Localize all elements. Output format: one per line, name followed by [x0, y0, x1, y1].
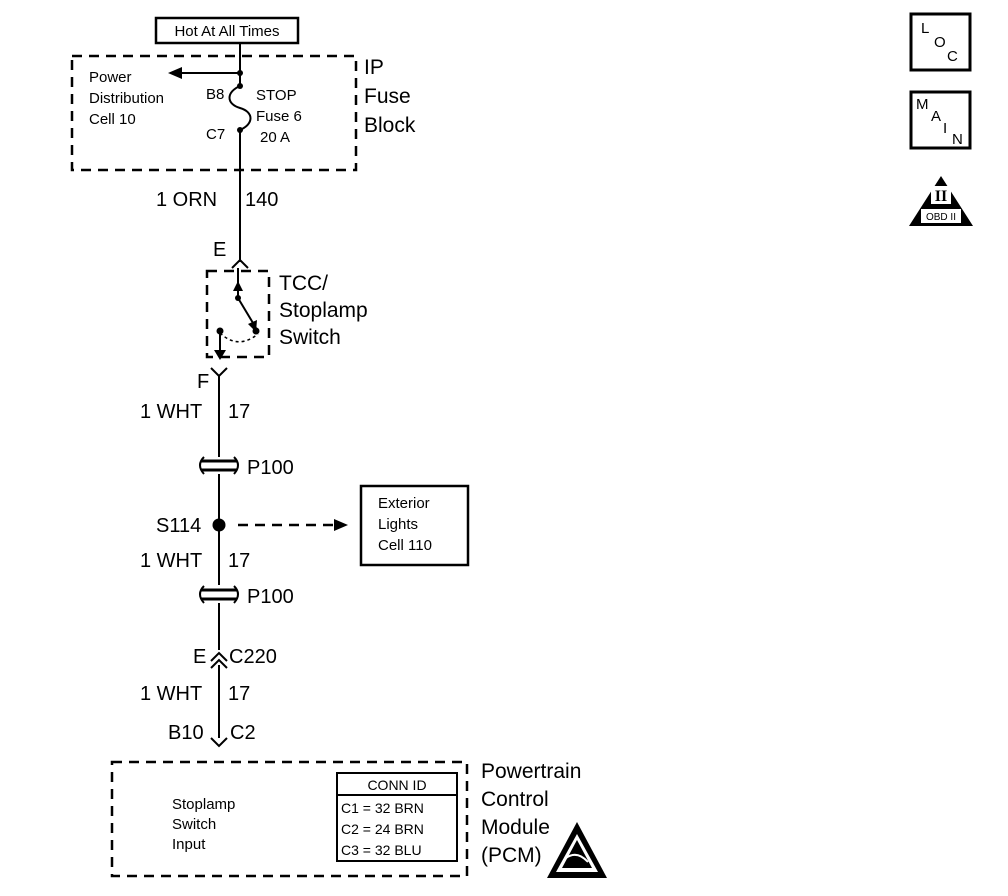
switch-pin-in: E: [213, 239, 226, 261]
power-distribution-line-2: Distribution: [89, 90, 164, 107]
fuse-block-title-line-3: Block: [364, 114, 416, 137]
connector-e-icon: [231, 258, 249, 269]
splice-label: S114: [156, 515, 201, 537]
fuse-number: Fuse 6: [256, 108, 302, 125]
pcm-connector-icon: [210, 737, 228, 748]
pass-through-1-label: P100: [247, 457, 294, 479]
exterior-lights-line-2: Lights: [378, 516, 418, 533]
power-distribution-line-3: Cell 10: [89, 111, 136, 128]
tcc-stoplamp-switch: TCC/ Stoplamp Switch: [205, 268, 368, 360]
loc-letter-2: O: [934, 34, 946, 51]
pass-through-2-icon: [199, 585, 239, 604]
wire3-circuit: 17: [228, 550, 250, 572]
exterior-lights-line-1: Exterior: [378, 495, 430, 512]
wire2-circuit: 17: [228, 401, 250, 423]
pass-through-1-icon: [199, 456, 239, 475]
wire4-gauge-color: 1 WHT: [140, 683, 202, 705]
main-letter-4: N: [952, 131, 963, 148]
main-letter-2: A: [931, 108, 941, 125]
fuse-block-title-line-2: Fuse: [364, 85, 411, 108]
fuse-symbol-icon: [228, 85, 252, 131]
pcm-input-line-2: Switch: [172, 816, 216, 833]
exterior-lights-arrow-icon: [334, 519, 348, 531]
c220-pin: E: [193, 646, 206, 668]
main-nav-icon[interactable]: M A I N: [909, 90, 972, 150]
conn-id-row-3: C3 = 32 BLU: [341, 842, 422, 858]
main-letter-1: M: [916, 96, 929, 113]
power-source-box: Hot At All Times: [154, 16, 300, 45]
switch-pin-out: F: [197, 371, 209, 393]
power-distribution-line-1: Power: [89, 69, 132, 86]
conn-id-row-1: C1 = 32 BRN: [341, 800, 424, 816]
wire3-gauge-color: 1 WHT: [140, 550, 202, 572]
pcm-title-line-4: (PCM): [481, 844, 542, 867]
power-source-label: Hot At All Times: [174, 23, 279, 40]
wire1-gauge-color: 1 ORN: [156, 189, 217, 211]
exterior-lights-box: Exterior Lights Cell 110: [359, 484, 470, 567]
pcm-input-line-1: Stoplamp: [172, 796, 235, 813]
esd-warning-icon: [547, 822, 607, 878]
splice-dot-icon: [212, 518, 226, 532]
conn-id-row-2: C2 = 24 BRN: [341, 821, 424, 837]
switch-title-line-1: TCC/: [279, 272, 328, 295]
pass-through-2-label: P100: [247, 586, 294, 608]
wire1-circuit: 140: [245, 189, 278, 211]
obd-label: OBD II: [926, 212, 956, 223]
connector-f-icon: [210, 367, 228, 378]
wire4-circuit: 17: [228, 683, 250, 705]
c220-label: C220: [229, 646, 277, 668]
wire2-gauge-color: 1 WHT: [140, 401, 202, 423]
main-letter-3: I: [943, 120, 947, 137]
obd-nav-icon[interactable]: II OBD II: [909, 176, 973, 226]
fuse-name: STOP: [256, 87, 297, 104]
pcm-connector-label: C2: [230, 722, 256, 744]
c220-connector-icon: [210, 651, 228, 662]
pcm-title-line-3: Module: [481, 816, 550, 839]
fuse-rating: 20 A: [260, 129, 290, 146]
pcm-title-line-1: Powertrain: [481, 760, 581, 783]
pcm-title-line-2: Control: [481, 788, 549, 811]
fuse-pin-bottom: C7: [206, 126, 225, 143]
switch-title-line-2: Stoplamp: [279, 299, 368, 322]
conn-id-header: CONN ID: [367, 777, 426, 793]
fuse-block-title-line-1: IP: [364, 56, 384, 79]
switch-title-line-3: Switch: [279, 326, 341, 349]
loc-letter-3: C: [947, 48, 958, 65]
pcm-module: Powertrain Control Module (PCM) Stoplamp…: [110, 760, 581, 878]
pcm-connector-pin: B10: [168, 722, 204, 744]
obd-numeral: II: [935, 188, 947, 205]
loc-letter-1: L: [921, 20, 929, 37]
fuse-pin-top: B8: [206, 86, 224, 103]
exterior-lights-line-3: Cell 110: [378, 537, 432, 554]
power-distribution-arrow-icon: [168, 67, 182, 79]
loc-nav-icon[interactable]: L O C: [909, 12, 972, 72]
ip-fuse-block: IP Fuse Block Power Distribution Cell 10…: [70, 54, 416, 172]
conn-id-table: CONN ID C1 = 32 BRN C2 = 24 BRN C3 = 32 …: [336, 772, 458, 862]
pcm-input-line-3: Input: [172, 836, 206, 853]
